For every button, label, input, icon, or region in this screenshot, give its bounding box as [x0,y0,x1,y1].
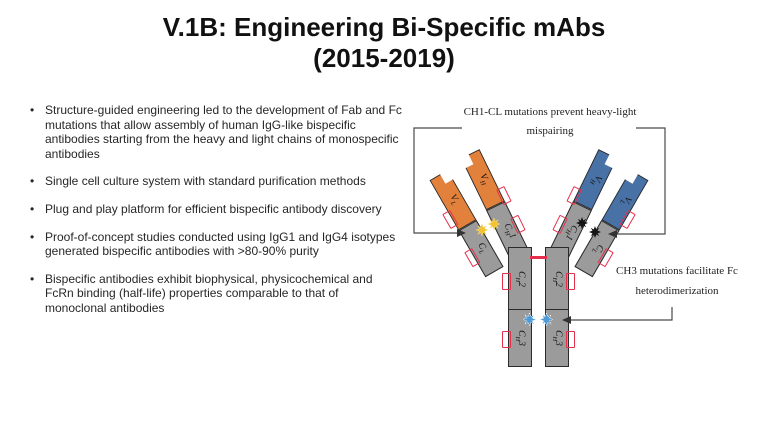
ch2-domain-right: CH2 [545,247,569,310]
bullet-list: Structure-guided engineering led to the … [28,103,402,329]
vh-domain-left: VH [460,149,504,210]
bullet-item: Structure-guided engineering led to the … [28,103,402,161]
mutation-site-outline [566,273,575,290]
mutation-site-outline [502,273,511,290]
antibody-diagram: CH1-CL mutations prevent heavy-light mis… [400,95,768,432]
black-mutation-star-icon [576,217,588,229]
ch3-pointer-line [571,307,673,321]
slide-title-line2: (2015-2019) [313,43,455,73]
vh-label: VH [587,173,603,185]
ch2-label: CH2 [514,270,526,287]
blue-mutation-star-icon [540,313,553,326]
vl-label: VL [616,194,633,205]
hinge-bond [530,256,547,259]
ch2-domain-left: CH2 [508,247,532,310]
black-mutation-star-icon [589,226,601,238]
slide-title: V.1B: Engineering Bi-Specific mAbs (2015… [0,12,768,74]
bullet-item: Proof-of-concept studies conducted using… [28,230,402,259]
ch3-label: CH3 [514,329,526,346]
yellow-mutation-star-icon [476,224,488,236]
bullet-item: Single cell culture system with standard… [28,174,402,189]
blue-mutation-star-icon [523,313,536,326]
fc-stem-left: CH2 CH3 [502,247,532,368]
ch2-label: CH2 [551,270,563,287]
vh-label: VH [476,172,488,188]
mutation-site-outline [566,331,575,348]
bullet-item: Bispecific antibodies exhibit biophysica… [28,272,402,316]
mutation-site-outline [502,331,511,348]
vh-domain-right: VH [573,149,617,210]
ch1-cl-annotation: CH1-CL mutations prevent heavy-light mis… [463,106,637,137]
slide-title-line1: V.1B: Engineering Bi-Specific mAbs [162,12,606,42]
bullet-item: Plug and play platform for efficient bis… [28,202,402,217]
ch3-annotation: CH3 mutations facilitate Fc heterodimeri… [616,265,738,297]
yellow-mutation-star-icon [488,218,500,230]
ch3-label: CH3 [551,329,563,346]
vl-label: VL [446,193,459,208]
fc-stem-right: CH2 CH3 [545,247,575,368]
